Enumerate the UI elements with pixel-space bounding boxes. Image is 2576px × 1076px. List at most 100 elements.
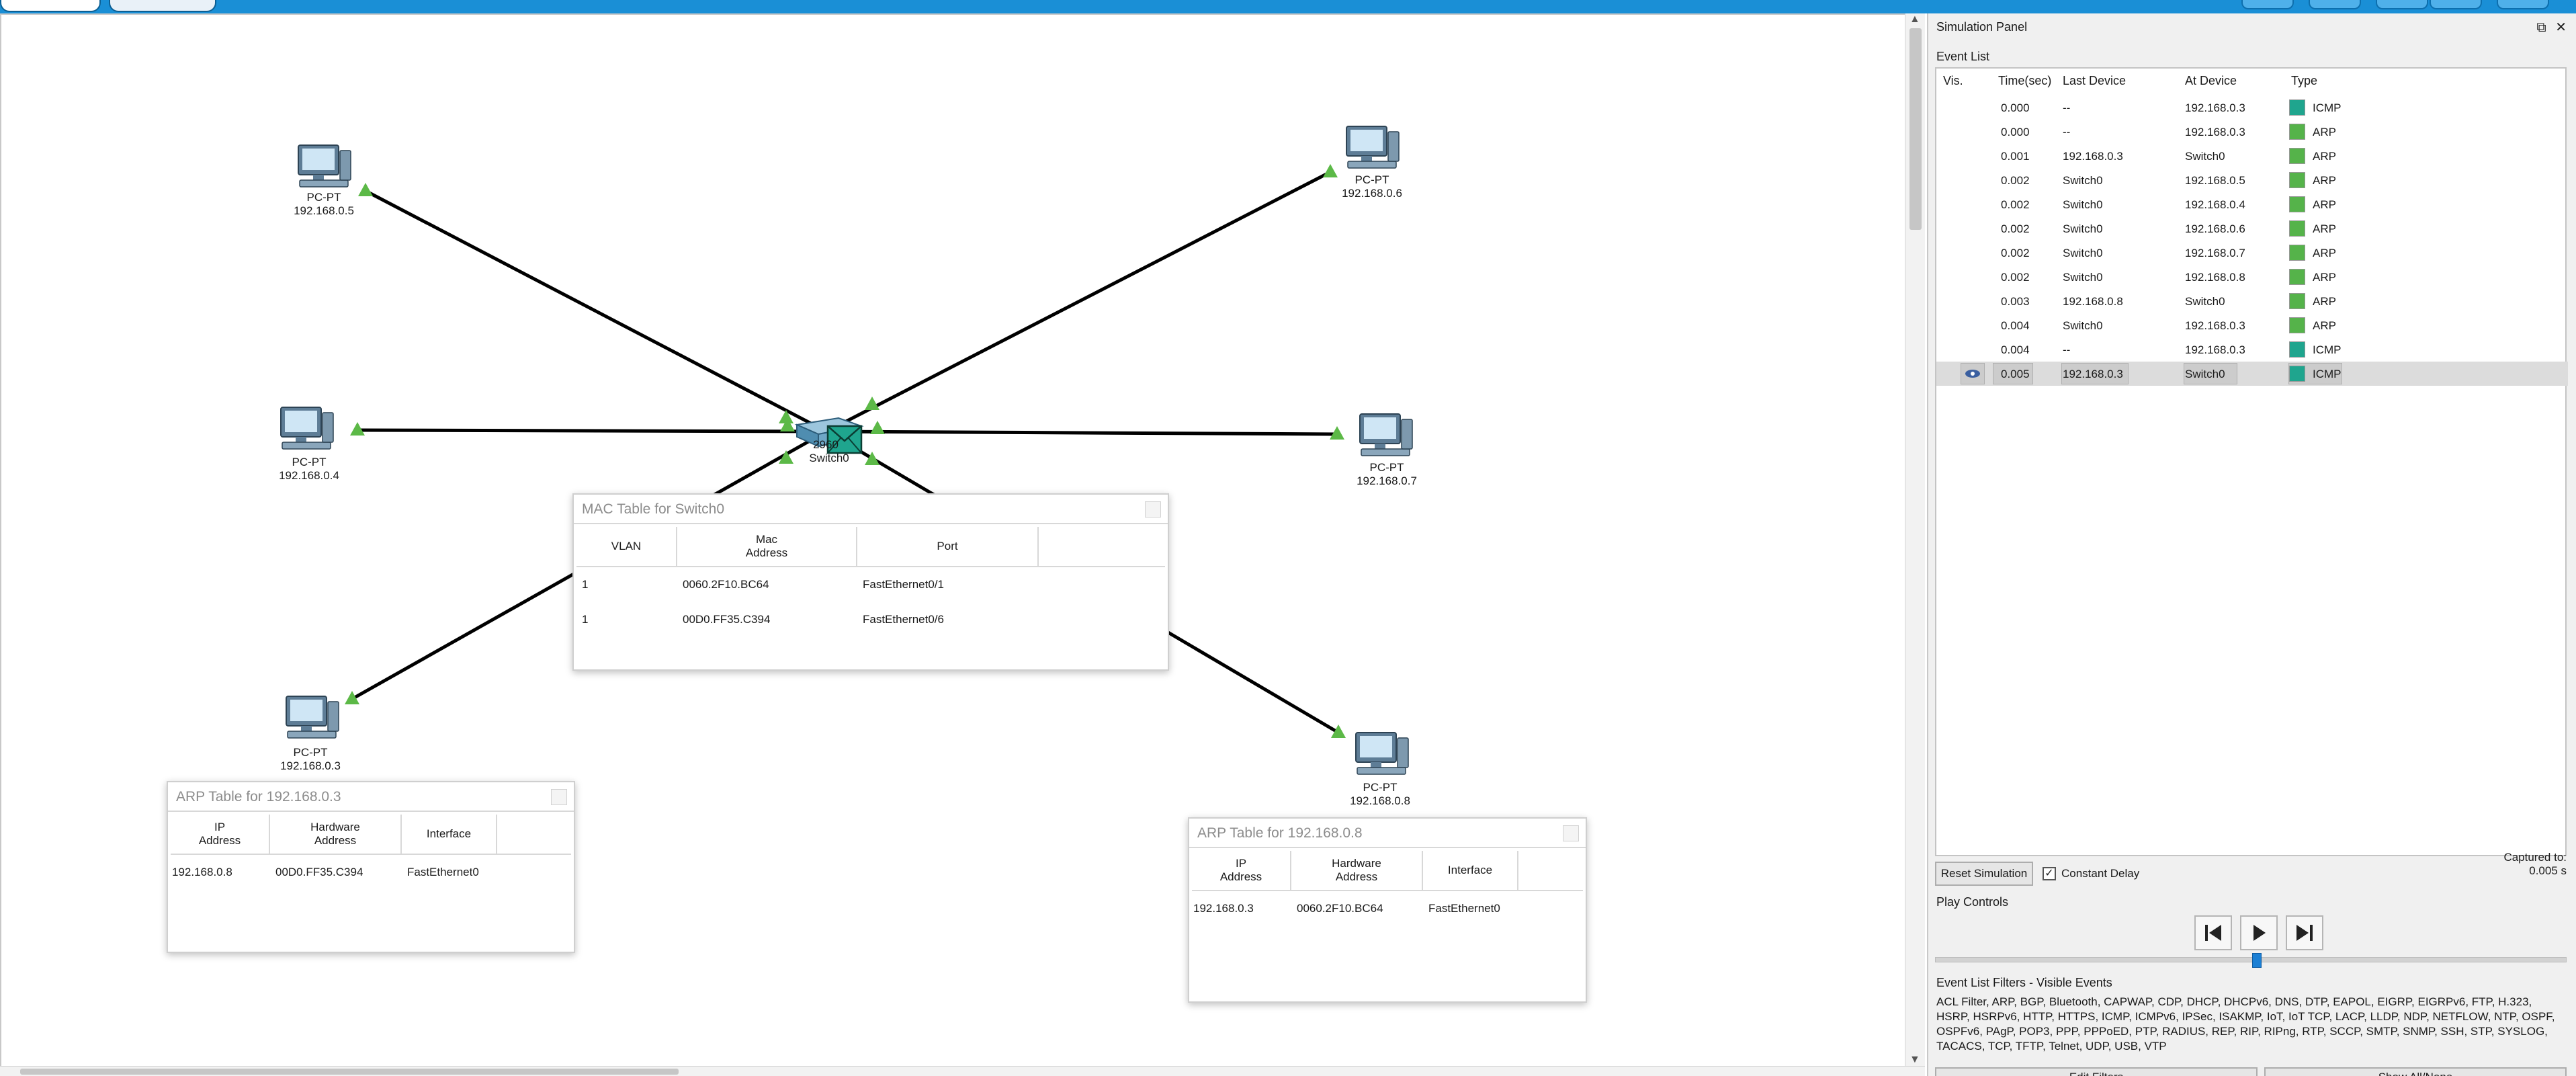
event-at-device: 192.168.0.3 [2185,101,2245,114]
event-time: 0.002 [2001,247,2030,259]
vertical-scroll-thumb[interactable] [1909,28,1922,230]
link-up-indicator [350,422,365,436]
arp-table-header: IP Address Hardware Address Interface [1192,851,1583,891]
event-type-color-swatch [2289,269,2305,285]
reset-simulation-button[interactable]: Reset Simulation [1935,862,2033,886]
workspace-vertical-scrollbar[interactable]: ▲ ▼ [1905,13,1925,1066]
header-interface: Interface [1423,851,1518,890]
playback-speed-slider[interactable] [1935,957,2567,962]
eye-icon[interactable] [1961,363,1985,384]
event-type-color-swatch [2289,317,2305,333]
logical-tab[interactable] [0,0,101,12]
event-type: ARP [2313,150,2336,163]
close-icon[interactable] [551,789,567,805]
toolbar-button-4[interactable] [2430,0,2482,9]
event-type-color-swatch [2289,148,2305,164]
pc-icon [298,144,351,188]
mac-table-title[interactable]: MAC Table for Switch0 [574,495,1168,524]
event-list[interactable]: Vis. Time(sec) Last Device At Device Typ… [1935,67,2568,856]
close-icon[interactable]: ✕ [2555,20,2567,35]
event-type: ARP [2313,295,2336,308]
toolbar-button-3[interactable] [2376,0,2428,9]
event-last-device: Switch0 [2063,198,2103,211]
undock-icon[interactable]: ⧉ [2536,20,2546,35]
event-at-device: 192.168.0.7 [2185,247,2245,259]
show-all-none-button[interactable]: Show All/None [2264,1067,2567,1076]
back-button[interactable] [2194,915,2232,950]
close-icon[interactable] [1145,501,1161,518]
selection-highlight [2184,363,2237,384]
header-hardware-address: Hardware Address [270,815,402,854]
event-type: ARP [2313,319,2336,332]
constant-delay-checkbox[interactable]: ✓ [2043,867,2056,880]
event-at-device: 192.168.0.8 [2185,271,2245,284]
header-interface: Interface [402,815,497,854]
event-list-label: Event List [1936,50,1990,63]
horizontal-scroll-thumb[interactable] [20,1069,679,1075]
table-row: 1 00D0.FF35.C394 FastEthernet0/6 [576,602,1165,637]
workspace-horizontal-scrollbar[interactable] [0,1066,1925,1076]
arp-table-window-0-3[interactable]: ARP Table for 192.168.0.3 IP Address Har… [167,781,575,953]
scroll-up-icon[interactable]: ▲ [1909,13,1920,25]
col-vis: Vis. [1943,74,1963,87]
event-at-device: Switch0 [2185,368,2225,380]
capture-forward-button[interactable] [2286,915,2323,950]
selection-highlight [1993,363,2033,384]
event-last-device: -- [2063,343,2071,356]
header-hardware-address: Hardware Address [1291,851,1423,890]
pc-icon [280,407,334,450]
table-row: 1 0060.2F10.BC64 FastEthernet0/1 [576,567,1165,602]
event-last-device: Switch0 [2063,174,2103,187]
playback-slider-handle[interactable] [2252,953,2262,968]
link-up-indicator [780,418,795,431]
close-icon[interactable] [1563,825,1579,841]
step-forward-icon [2296,925,2313,941]
arp-table-title[interactable]: ARP Table for 192.168.0.3 [168,782,574,812]
link-up-indicator [870,421,885,434]
arp-table-window-0-8[interactable]: ARP Table for 192.168.0.8 IP Address Har… [1188,817,1587,1003]
ethernet-link [357,428,827,433]
event-time: 0.005 [2001,368,2030,380]
panel-window-controls: ⧉ ✕ [2536,19,2567,36]
col-time: Time(sec) [1998,74,2052,87]
simulation-panel-title: Simulation Panel [1936,20,2028,34]
toolbar-button-1[interactable] [2241,0,2294,9]
play-button[interactable] [2240,915,2278,950]
top-toolbar [0,0,2576,13]
col-last-device: Last Device [2063,74,2127,87]
event-type: ICMP [2313,343,2342,356]
link-up-indicator [779,410,793,423]
header-mac-address: Mac Address [677,527,857,566]
scroll-down-icon[interactable]: ▼ [1909,1054,1920,1065]
mac-table-window[interactable]: MAC Table for Switch0 VLAN Mac Address P… [572,493,1169,671]
arp-table-title[interactable]: ARP Table for 192.168.0.8 [1189,819,1586,848]
header-ip-address: IP Address [1192,851,1291,890]
toolbar-button-5[interactable] [2497,0,2549,9]
vlan-cell: 1 [582,578,589,591]
event-time: 0.002 [2001,198,2030,211]
physical-tab[interactable] [109,0,216,12]
selection-highlight [2061,363,2129,384]
event-type: ARP [2313,174,2336,187]
toolbar-button-2[interactable] [2309,0,2361,9]
edit-filters-button[interactable]: Edit Filters [1935,1067,2258,1076]
event-type: ARP [2313,126,2336,138]
play-controls-label: Play Controls [1936,895,2009,909]
